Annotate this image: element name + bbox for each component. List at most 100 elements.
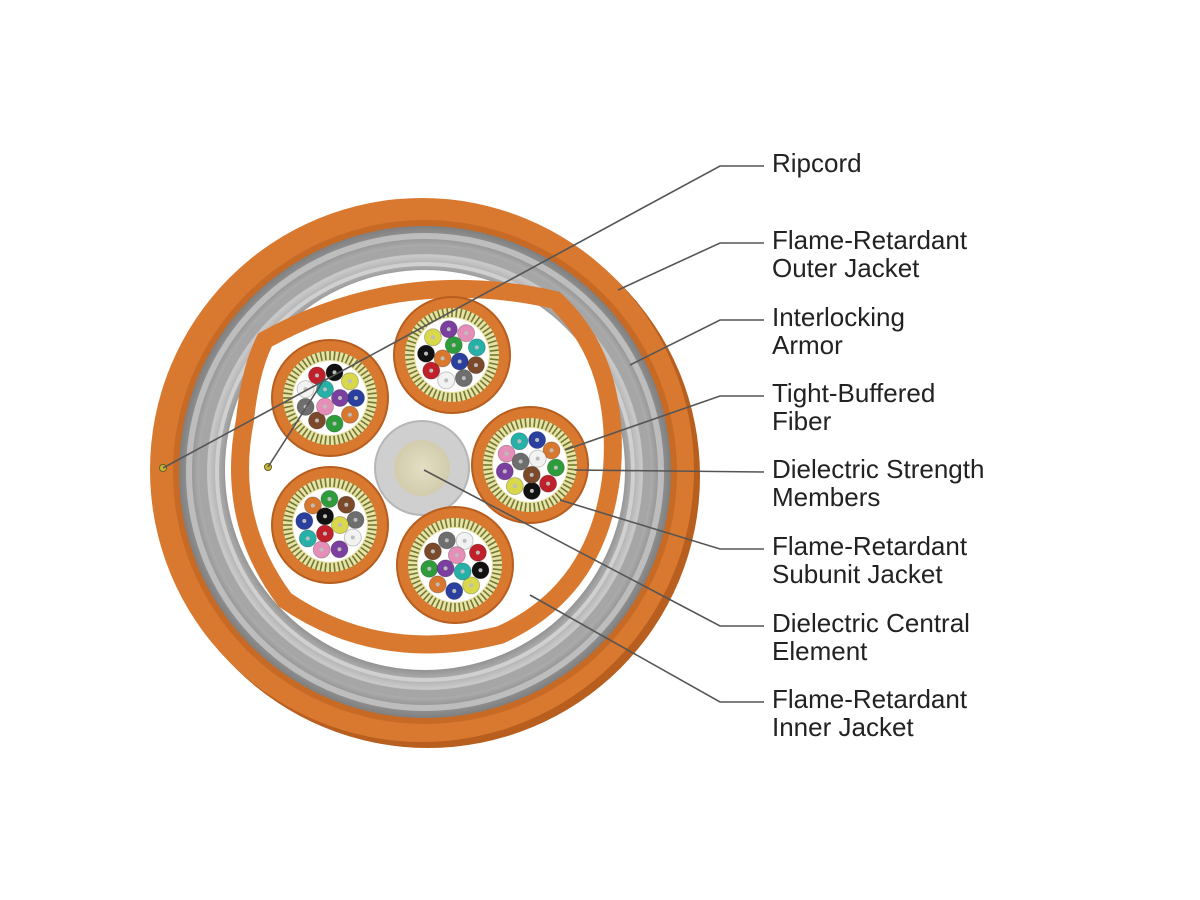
- strength-member-yarn: [416, 586, 425, 594]
- strength-member-yarn: [365, 535, 375, 541]
- strength-member-yarn: [489, 579, 499, 585]
- strength-member-yarn: [557, 432, 566, 441]
- label-armor: Interlocking Armor: [772, 302, 912, 360]
- strength-member-yarn: [432, 311, 438, 321]
- strength-member-yarn: [505, 423, 512, 433]
- strength-member-yarn: [301, 428, 309, 437]
- strength-member-yarn: [554, 492, 563, 501]
- fiber-core: [302, 519, 307, 524]
- strength-member-yarn: [324, 562, 327, 572]
- strength-member-yarn: [291, 496, 300, 504]
- fiber-core: [452, 588, 457, 593]
- fiber-core: [549, 448, 554, 453]
- fiber-core: [435, 582, 440, 587]
- strength-member-yarn: [430, 523, 437, 533]
- strength-member-yarn: [510, 421, 516, 431]
- strength-member-yarn: [492, 568, 502, 571]
- strength-member-yarn: [492, 554, 502, 558]
- fiber-core: [446, 327, 451, 332]
- subunit: [271, 466, 389, 584]
- fiber-core: [478, 568, 483, 573]
- strength-member-yarn: [357, 365, 366, 374]
- fiber-core: [424, 351, 429, 356]
- strength-member-yarn: [319, 562, 323, 572]
- strength-member-yarn: [476, 526, 484, 535]
- cable-cross-section: [150, 198, 700, 748]
- strength-member-yarn: [458, 518, 461, 528]
- strength-member-yarn: [288, 500, 298, 507]
- strength-member-yarn: [340, 433, 346, 443]
- strength-member-yarn: [365, 382, 375, 388]
- strength-member-yarn: [285, 382, 295, 388]
- strength-member-yarn: [305, 483, 312, 493]
- strength-member-yarn: [411, 579, 421, 585]
- fiber-core: [440, 356, 445, 361]
- strength-member-yarn: [419, 532, 428, 541]
- strength-member-yarn: [288, 416, 298, 423]
- strength-member-yarn: [297, 489, 306, 498]
- strength-member-yarn: [364, 378, 374, 384]
- strength-member-yarn: [305, 430, 312, 440]
- fiber-core: [457, 359, 462, 364]
- strength-member-yarn: [554, 429, 563, 438]
- strength-member-yarn: [286, 412, 296, 418]
- strength-member-yarn: [519, 418, 523, 428]
- strength-member-yarn: [540, 500, 546, 510]
- fiber-core: [460, 569, 465, 574]
- strength-member-yarn: [494, 489, 503, 498]
- fiber-core: [430, 335, 435, 340]
- strength-member-yarn: [291, 369, 300, 377]
- strength-member-yarn: [439, 600, 445, 610]
- strength-member-yarn: [562, 483, 572, 490]
- strength-member-yarn: [408, 554, 418, 558]
- strength-member-yarn: [283, 528, 293, 531]
- strength-member-yarn: [489, 545, 499, 551]
- fiber-core: [461, 376, 466, 381]
- fiber-core: [473, 363, 478, 368]
- strength-member-yarn: [324, 351, 327, 361]
- fiber-core: [464, 331, 469, 336]
- strength-member-yarn: [360, 546, 369, 554]
- subunit: [271, 339, 389, 457]
- strength-member-yarn: [432, 389, 438, 399]
- fiber-core: [323, 387, 327, 392]
- fiber-core: [454, 553, 459, 558]
- fiber-core: [444, 378, 449, 383]
- strength-member-yarn: [286, 539, 296, 545]
- strength-member-yarn: [283, 519, 293, 522]
- strength-member-yarn: [462, 310, 468, 320]
- strength-member-yarn: [367, 392, 377, 395]
- strength-member-yarn: [413, 376, 422, 384]
- label-tight-buffered-fiber: Tight-Buffered Fiber: [772, 378, 943, 436]
- strength-member-yarn: [484, 373, 494, 380]
- strength-member-yarn: [348, 430, 355, 440]
- strength-member-yarn: [301, 555, 309, 564]
- strength-member-yarn: [286, 378, 296, 384]
- strength-member-yarn: [314, 480, 320, 490]
- strength-member-yarn: [473, 385, 481, 394]
- strength-member-yarn: [337, 351, 341, 361]
- strength-member-yarn: [407, 339, 417, 345]
- fiber-core: [474, 345, 479, 350]
- strength-member-yarn: [283, 387, 293, 391]
- strength-member-yarn: [283, 514, 293, 518]
- strength-member-yarn: [551, 495, 559, 504]
- strength-member-yarn: [324, 478, 327, 488]
- strength-member-yarn: [469, 599, 475, 609]
- strength-member-yarn: [455, 308, 458, 318]
- strength-member-yarn: [365, 408, 375, 414]
- fiber-core: [512, 484, 517, 489]
- strength-member-yarn: [291, 546, 300, 554]
- strength-member-yarn: [487, 339, 497, 345]
- strength-member-yarn: [544, 499, 550, 509]
- strength-member-yarn: [524, 418, 527, 428]
- strength-member-yarn: [482, 326, 491, 334]
- strength-member-yarn: [486, 369, 496, 375]
- fiber-core: [462, 538, 467, 543]
- strength-member-yarn: [514, 420, 520, 430]
- leader-line-fiber: [564, 395, 764, 451]
- fiber-core: [469, 583, 474, 588]
- strength-member-yarn: [444, 518, 448, 528]
- strength-member-yarn: [544, 421, 550, 431]
- strength-member-yarn: [365, 509, 375, 515]
